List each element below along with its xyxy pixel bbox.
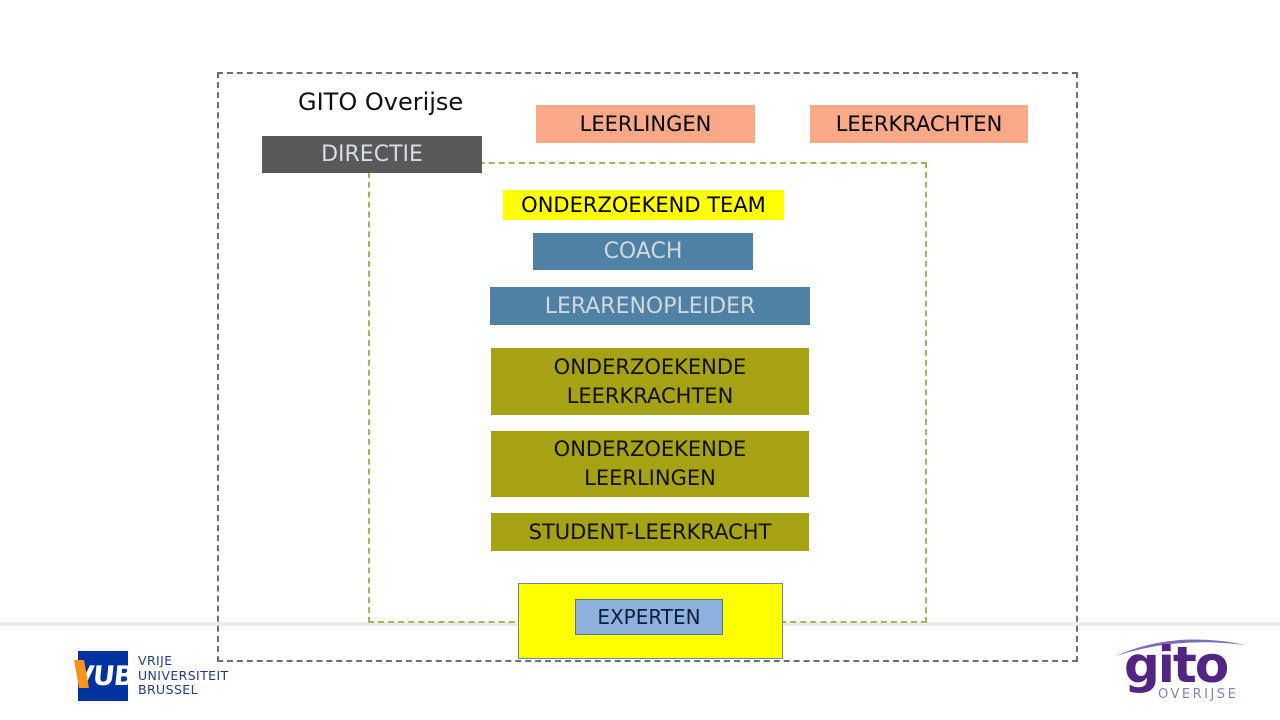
slide-title: GITO Overijse bbox=[298, 88, 464, 116]
leerlingen-box: LEERLINGEN bbox=[536, 105, 755, 143]
vub-text-line2: UNIVERSITEIT bbox=[138, 667, 229, 683]
vub-text-line1: VRIJE bbox=[138, 653, 173, 668]
onderzoekende-leerlingen-box: ONDERZOEKENDE LEERLINGEN bbox=[491, 431, 809, 497]
gito-subtitle: OVERIJSE bbox=[1158, 687, 1239, 702]
experten-box: EXPERTEN bbox=[575, 599, 723, 635]
student-leerkracht-box: STUDENT-LEERKRACHT bbox=[491, 513, 809, 551]
vub-orange-accent-icon bbox=[74, 660, 89, 688]
directie-box: DIRECTIE bbox=[262, 136, 482, 173]
vub-logo-text: VRIJE UNIVERSITEIT BRUSSEL bbox=[138, 653, 229, 698]
gito-wordmark: gito bbox=[1124, 636, 1229, 694]
onderzoekende-leerkrachten-box: ONDERZOEKENDE LEERKRACHTEN bbox=[491, 348, 809, 415]
leerkrachten-box: LEERKRACHTEN bbox=[810, 105, 1028, 143]
gito-logo: gito OVERIJSE bbox=[1110, 630, 1255, 715]
vub-text-line3: BRUSSEL bbox=[138, 682, 198, 697]
outer-dashed-frame bbox=[217, 72, 1078, 662]
gito-swoosh-icon bbox=[1116, 639, 1246, 656]
onderzoekend-team-label: ONDERZOEKEND TEAM bbox=[503, 190, 784, 220]
coach-box: COACH bbox=[533, 233, 753, 270]
lerarenopleider-box: LERARENOPLEIDER bbox=[490, 287, 810, 325]
vub-logo: VUB VRIJE UNIVERSITEIT BRUSSEL bbox=[70, 648, 230, 710]
